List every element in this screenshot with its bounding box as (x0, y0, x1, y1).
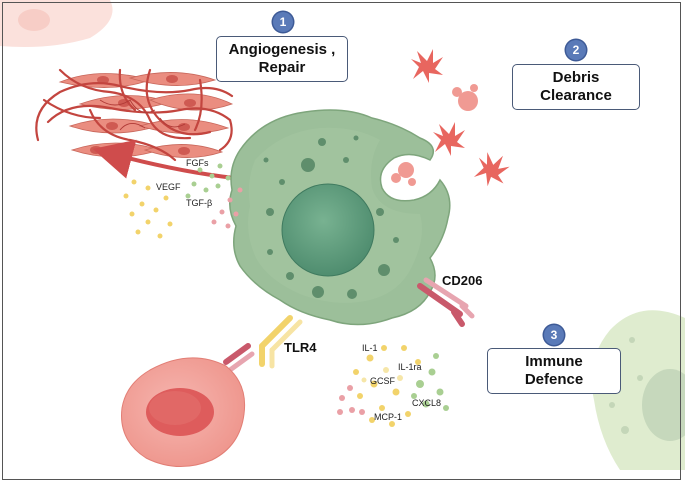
cytokine-label-mcp1: MCP-1 (374, 412, 402, 422)
growth-factor-label-fgfs: FGFs (186, 158, 209, 168)
function-label-immune-defence: Immune Defence (487, 348, 621, 394)
receptor-label-cd206: CD206 (442, 273, 482, 288)
target-cell (121, 357, 246, 468)
debris-particles (391, 49, 510, 187)
receptor-label-tlr4: TLR4 (284, 340, 317, 355)
cytokine-label-cxcl8: CXCL8 (412, 398, 441, 408)
tlr4-receptor (223, 315, 303, 373)
angiogenesis-arrow (92, 139, 235, 180)
function-label-angiogenesis: Angiogenesis , Repair (216, 36, 348, 82)
function-number-badge: 1 (273, 12, 293, 32)
function-label-debris-clearance: Debris Clearance (512, 64, 640, 110)
cd206-receptor (417, 277, 475, 327)
macrophage (229, 109, 451, 326)
function-number-badge: 2 (566, 40, 586, 60)
growth-factor-label-vegf: VEGF (156, 182, 181, 192)
cytokine-dots (337, 345, 449, 427)
cytokine-label-il1ra: IL-1ra (398, 362, 422, 372)
cytokine-label-il1: IL-1 (362, 343, 378, 353)
growth-factor-label-tgfb: TGF-β (186, 198, 212, 208)
cytokine-label-gcsf: GCSF (370, 376, 396, 386)
faint-cell-top-left (0, 0, 113, 47)
macrophage-nucleus (281, 183, 375, 277)
growth-factor-dots (123, 163, 243, 239)
vascular-tissue (35, 68, 234, 162)
function-number-badge: 3 (544, 325, 564, 345)
